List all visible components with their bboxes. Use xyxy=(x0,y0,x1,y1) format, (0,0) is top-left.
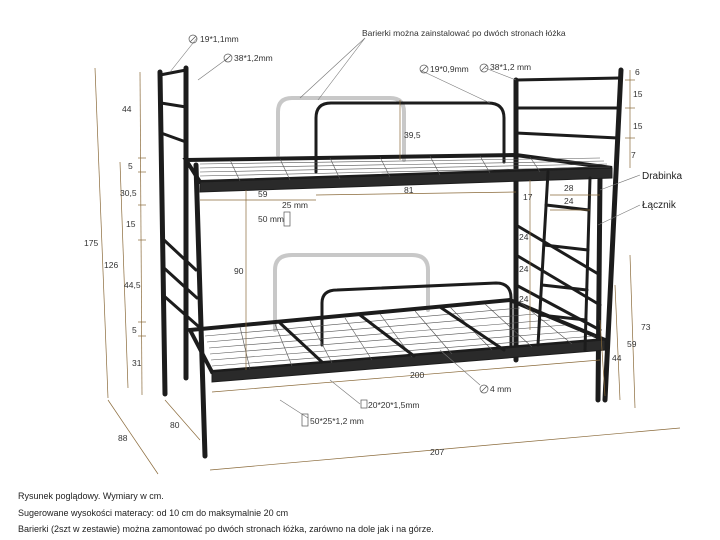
ghost-barrier-upper xyxy=(276,96,406,162)
label-d73: 73 xyxy=(641,322,651,332)
label-d5b: 5 xyxy=(132,325,137,335)
lower-mesh xyxy=(204,301,596,370)
label-d30-5: 30,5 xyxy=(120,188,137,198)
label-d44-5: 44,5 xyxy=(124,280,141,290)
upper-mesh xyxy=(199,155,611,182)
dimension-lines xyxy=(94,67,681,475)
label-lacznik: Łącznik xyxy=(642,200,677,211)
label-d24b: 24 xyxy=(519,264,529,274)
label-d24c: 24 xyxy=(519,294,529,304)
bed-illustration xyxy=(157,65,624,459)
diameter-symbols xyxy=(188,34,489,427)
label-d44-top: 44 xyxy=(122,104,132,114)
left-front-post xyxy=(157,69,168,397)
label-d15-left: 15 xyxy=(126,219,136,229)
label-drabinka: Drabinka xyxy=(642,171,682,182)
lower-barrier xyxy=(320,281,513,354)
label-barrier-tube: 19*0,9mm xyxy=(430,64,469,74)
caption-line-1: Rysunek poglądowy. Wymiary w cm. xyxy=(18,491,164,501)
label-d59-right: 59 xyxy=(627,339,637,349)
right-front-post xyxy=(602,67,624,403)
label-d28: 28 xyxy=(564,183,574,193)
label-d59-top: 59 xyxy=(258,189,268,199)
label-tube-top: 19*1,1mm xyxy=(200,34,239,44)
label-d50mm: 50 mm xyxy=(258,214,284,224)
label-d175: 175 xyxy=(84,238,98,248)
dimension-labels: 19*1,1mm 38*1,2mm Barierki można zainsta… xyxy=(84,28,682,457)
label-d15a: 15 xyxy=(633,89,643,99)
label-d44-right: 44 xyxy=(612,353,622,363)
label-d7: 7 xyxy=(631,150,636,160)
label-d6: 6 xyxy=(635,67,640,77)
label-d50x25: 50*25*1,2 mm xyxy=(310,416,364,426)
label-d25mm: 25 mm xyxy=(282,200,308,210)
label-d81: 81 xyxy=(404,185,414,195)
label-d5a: 5 xyxy=(128,161,133,171)
label-d200: 200 xyxy=(410,370,424,380)
caption-line-2: Sugerowane wysokości materacy: od 10 cm … xyxy=(18,508,289,518)
label-d24a: 24 xyxy=(519,232,529,242)
label-barrier-note: Barierki można zainstalować po dwóch str… xyxy=(362,28,566,38)
upper-barrier xyxy=(314,101,506,174)
label-d4mm: 4 mm xyxy=(490,384,511,394)
label-d126: 126 xyxy=(104,260,118,270)
label-d80: 80 xyxy=(170,420,180,430)
ghost-barrier-lower xyxy=(273,253,430,332)
label-d88: 88 xyxy=(118,433,128,443)
label-d39-5: 39,5 xyxy=(404,130,421,140)
label-d24-top: 24 xyxy=(564,196,574,206)
left-post-inner xyxy=(193,162,208,459)
label-d90: 90 xyxy=(234,266,244,276)
label-d17: 17 xyxy=(523,192,533,202)
caption-line-3: Barierki (2szt w zestawie) można zamonto… xyxy=(18,524,434,534)
leader-lines xyxy=(169,37,641,419)
label-d15b: 15 xyxy=(633,121,643,131)
label-post-top: 38*1,2mm xyxy=(234,53,273,63)
label-d20x20: 20*20*1,5mm xyxy=(368,400,420,410)
label-d31: 31 xyxy=(132,358,142,368)
label-post-right: 38*1,2 mm xyxy=(490,62,531,72)
label-d207: 207 xyxy=(430,447,444,457)
